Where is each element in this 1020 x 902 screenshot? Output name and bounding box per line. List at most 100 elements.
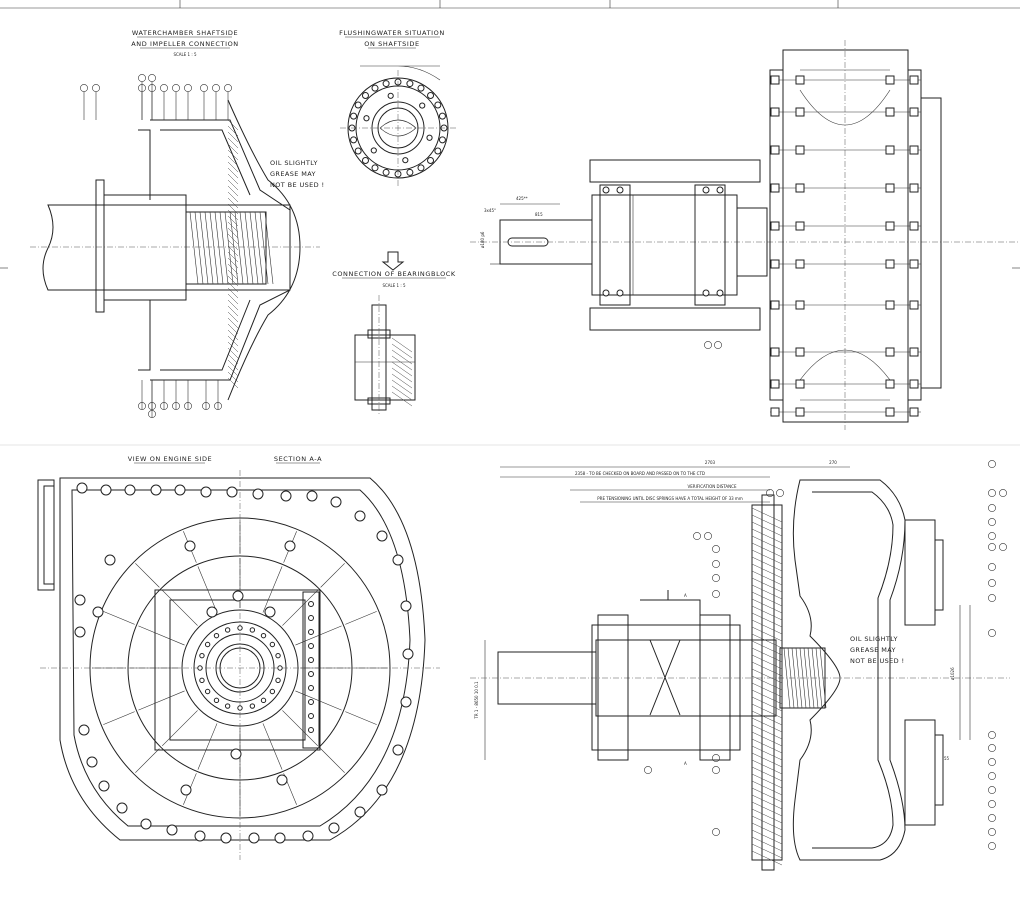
hatch-line — [227, 185, 239, 197]
housing-bolt — [284, 540, 296, 552]
reference-bubble — [200, 84, 208, 92]
engine-side-view: VIEW ON ENGINE SIDE SECTION A-A — [37, 455, 440, 860]
housing-bolt — [280, 490, 292, 502]
reference-bubble — [138, 74, 146, 82]
nut — [770, 347, 780, 357]
bearing-scale: SCALE 1 : 5 — [382, 283, 406, 288]
reference-bubble — [212, 84, 220, 92]
bearing-bolt — [602, 186, 610, 194]
hub-bolt — [269, 688, 276, 695]
hatch-line — [751, 745, 783, 761]
thread-line — [219, 211, 229, 285]
thread-line — [224, 211, 234, 285]
hatch-line — [227, 131, 239, 143]
hatch-line — [227, 155, 239, 167]
reference-bubble — [988, 842, 996, 850]
engine-side-title: VIEW ON ENGINE SIDE — [128, 455, 213, 463]
housing-bolt — [180, 784, 192, 796]
hatch-line — [751, 766, 783, 782]
rib — [295, 690, 342, 711]
hatch-line — [751, 829, 783, 845]
nut — [909, 221, 919, 231]
hatch-line — [391, 337, 413, 353]
hatch-line — [751, 661, 783, 677]
hatch-line — [227, 335, 239, 347]
flange-bolt — [361, 91, 369, 99]
hatch-line — [751, 528, 783, 544]
bearing-bolt — [702, 186, 710, 194]
outer-rib — [135, 563, 160, 588]
reference-bubble — [988, 800, 996, 808]
hatch-line — [751, 605, 783, 621]
hatch-line — [751, 626, 783, 642]
nut — [770, 407, 780, 417]
bearing-bolt — [716, 289, 724, 297]
oil-note-line-2: GREASE MAY — [270, 170, 316, 178]
oil-note-line-1: OIL SLIGHTLY — [270, 159, 318, 167]
hatch-line — [751, 815, 783, 831]
oil-note-b-line-3: NOT BE USED ! — [850, 657, 905, 665]
housing-bolt — [400, 600, 412, 612]
hatch-line — [227, 275, 239, 287]
housing-bolt — [400, 696, 412, 708]
hatch-line — [227, 209, 239, 221]
hub-bolt — [204, 641, 211, 648]
housing-bolt — [116, 802, 128, 814]
hub-bolt — [199, 652, 205, 659]
plate-bolt — [308, 629, 314, 635]
hatch-line — [751, 542, 783, 558]
section-mark-a2: A — [684, 761, 687, 766]
housing-bolt — [86, 756, 98, 768]
housing-bolt — [76, 482, 88, 494]
hatch-line — [227, 149, 239, 161]
thread-line — [783, 647, 791, 709]
reference-bubble — [704, 341, 712, 349]
nut — [795, 145, 805, 155]
thread-line — [803, 647, 811, 709]
housing-bolt — [104, 554, 116, 566]
reference-bubble — [988, 579, 996, 587]
reference-bubble — [704, 532, 712, 540]
housing-bolt — [200, 486, 212, 498]
hatch-line — [751, 724, 783, 740]
nut — [885, 183, 895, 193]
hatch-line — [391, 379, 413, 395]
hatch-line — [391, 355, 413, 371]
thread-line — [791, 647, 799, 709]
reference-bubble — [184, 84, 192, 92]
thread-line — [229, 211, 239, 285]
hatch-line — [751, 696, 783, 712]
dim-bore: ø180 p6 — [480, 231, 485, 248]
housing-bolt — [392, 744, 404, 756]
hub-bolt — [237, 705, 243, 711]
rib — [197, 723, 218, 770]
hatch-line — [391, 391, 413, 407]
reference-bubble — [766, 489, 774, 497]
nut — [770, 145, 780, 155]
verification-note: VERIFICATION DISTANCE — [688, 484, 737, 489]
thread-line — [209, 211, 219, 285]
hatch-line — [227, 221, 239, 233]
flange-bolt — [361, 157, 369, 165]
reference-bubble — [712, 766, 720, 774]
nut — [885, 347, 895, 357]
reference-bubble — [712, 828, 720, 836]
nut — [770, 75, 780, 85]
reference-bubble — [988, 489, 996, 497]
hatch-line — [227, 167, 239, 179]
housing-bolt — [206, 606, 218, 618]
flange-bolt — [354, 147, 362, 155]
hatch-line — [227, 257, 239, 269]
oil-note-b-line-2: GREASE MAY — [850, 646, 896, 654]
nut — [770, 183, 780, 193]
dim-270: 270 — [829, 460, 837, 465]
hatch-line — [751, 752, 783, 768]
nut — [795, 300, 805, 310]
outer-rib — [345, 711, 377, 725]
housing-bolt — [174, 484, 186, 496]
hatch-line — [227, 329, 239, 341]
hatch-line — [751, 801, 783, 817]
reference-bubble — [999, 489, 1007, 497]
hatch-line — [751, 759, 783, 775]
